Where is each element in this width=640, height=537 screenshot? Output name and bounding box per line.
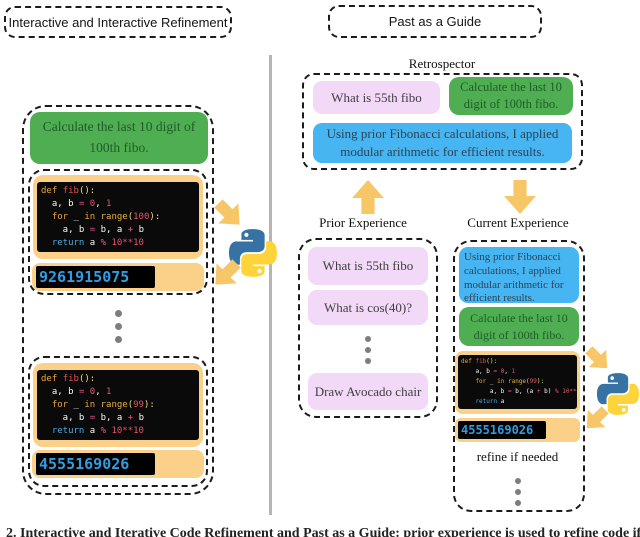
current-experience-container	[453, 240, 585, 512]
execution-result-attempt1: 9261915075	[36, 266, 155, 288]
left-panel-container	[22, 105, 214, 495]
prior-item-1: What is 55th fibo	[308, 247, 428, 285]
ellipsis-vertical-icon	[114, 310, 122, 349]
right-method-title-box: Past as a Guide	[328, 5, 542, 38]
retrospector-task-box: Calculate the last 10 digit of 100th fib…	[449, 77, 573, 115]
code-block-attempt2: def fib(): a, b = 0, 1 for _ in range(99…	[37, 370, 199, 440]
current-result-card: 4555169026	[455, 418, 580, 442]
current-insight-box: Using prior Fibonacci calculations, I ap…	[459, 247, 579, 305]
prior-item-3-text: Draw Avocado chair	[314, 383, 422, 399]
current-code-block: def fib(): a, b = 0, 1 for _ in range(99…	[458, 355, 577, 409]
arrow-down-icon	[504, 179, 536, 215]
figure-caption-fragment: 2. Interactive and Iterative Code Refine…	[6, 526, 640, 537]
prior-item-2-text: What is cos(40)?	[323, 299, 413, 315]
arrow-up-icon	[352, 179, 384, 215]
python-logo-icon	[597, 368, 639, 425]
attempt2-group	[28, 356, 208, 487]
task-box: Calculate the last 10 digit of 100th fib…	[30, 112, 208, 164]
prior-item-2: What is cos(40)?	[308, 290, 428, 325]
current-task-text: Calculate the last 10 digit of 100th fib…	[470, 311, 568, 342]
task-text: Calculate the last 10 digit of 100th fib…	[42, 119, 196, 155]
result-card-attempt1: 9261915075	[32, 263, 204, 291]
arrow-down-right-icon	[208, 193, 250, 235]
right-method-title: Past as a Guide	[388, 14, 482, 29]
prior-item-3: Draw Avocado chair	[308, 373, 428, 410]
retrospector-insight-text: Using prior Fibonacci calculations, I ap…	[326, 125, 559, 159]
code-block-attempt1: def fib(): a, b = 0, 1 for _ in range(10…	[37, 182, 199, 252]
attempt1-group	[28, 169, 208, 295]
python-logo-icon	[229, 223, 277, 288]
result-card-attempt2: 4555169026	[32, 450, 204, 478]
retrospector-task-text: Calculate the last 10 digit of 100th fib…	[460, 79, 562, 112]
arrow-down-left-icon	[205, 253, 247, 295]
arrow-down-right-icon	[580, 341, 617, 378]
current-task-box: Calculate the last 10 digit of 100th fib…	[459, 307, 579, 346]
retrospector-label: Retrospector	[408, 56, 476, 71]
current-experience-label: Current Experience	[467, 215, 569, 230]
current-insight-text: Using prior Fibonacci calculations, I ap…	[464, 251, 564, 305]
execution-result-attempt2: 4555169026	[36, 453, 155, 475]
prior-experience-container	[298, 238, 438, 418]
left-method-title-box: Interactive and Interactive Refinement	[4, 6, 232, 38]
left-method-title: Interactive and Interactive Refinement	[8, 14, 228, 30]
panel-divider	[269, 55, 272, 515]
refine-label: refine if needed	[476, 449, 559, 464]
figure-caption-text: 2. Interactive and Iterative Code Refine…	[6, 526, 640, 537]
ellipsis-vertical-icon	[514, 478, 522, 511]
prior-item-1-text: What is 55th fibo	[322, 258, 414, 273]
arrow-down-left-icon	[578, 401, 615, 438]
prior-experience-label: Prior Experience	[319, 215, 407, 230]
retrospector-query-text: What is 55th fibo	[331, 89, 422, 105]
ellipsis-vertical-icon	[364, 336, 372, 369]
retrospector-insight-box: Using prior Fibonacci calculations, I ap…	[313, 123, 572, 163]
retrospector-container	[302, 73, 583, 170]
current-execution-result: 4555169026	[458, 421, 546, 439]
retrospector-query-box: What is 55th fibo	[313, 81, 440, 114]
